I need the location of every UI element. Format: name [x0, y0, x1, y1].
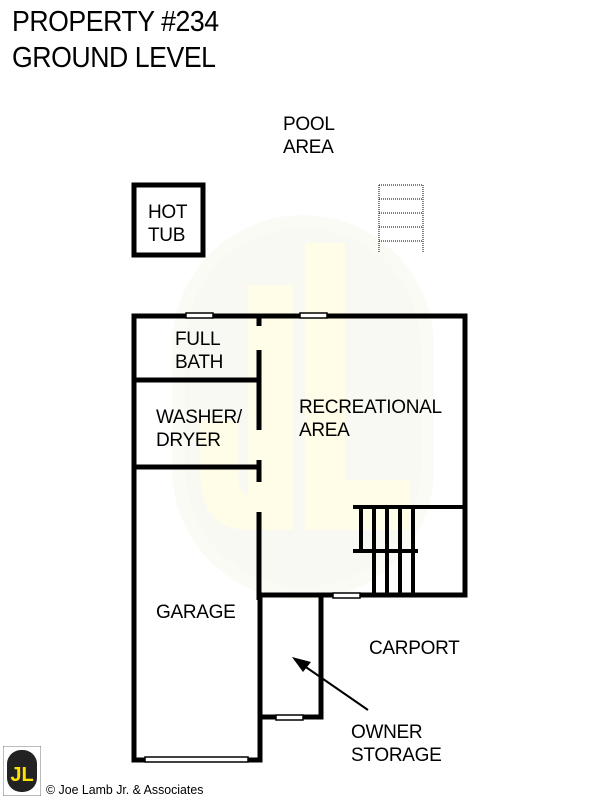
label-pool-area: POOL AREA	[283, 113, 335, 159]
label-carport: CARPORT	[369, 638, 460, 659]
label-line: OWNER	[351, 722, 423, 743]
windows	[144, 312, 361, 763]
company-logo: JL	[3, 746, 41, 796]
label-washer-dryer: WASHER/ DRYER	[156, 406, 242, 452]
hot-tub-outline	[131, 182, 206, 258]
label-line: AREA	[283, 137, 334, 158]
label-full-bath: FULL BATH	[175, 328, 223, 374]
label-line: DRYER	[156, 430, 221, 451]
page-subtitle: GROUND LEVEL	[12, 42, 216, 74]
svg-text:JL: JL	[10, 764, 33, 786]
label-line: STORAGE	[351, 745, 442, 766]
pool-ladder-icon	[378, 184, 424, 252]
label-line: RECREATIONAL	[299, 397, 442, 418]
stairs	[353, 505, 465, 595]
copyright-text: © Joe Lamb Jr. & Associates	[46, 782, 204, 797]
label-hot-tub: HOT TUB	[148, 201, 188, 247]
label-line: AREA	[299, 420, 350, 441]
label-line: BATH	[175, 352, 224, 373]
page-title: PROPERTY #234	[12, 6, 219, 38]
label-owner-storage: OWNER STORAGE	[351, 721, 442, 767]
label-line: TUB	[148, 225, 186, 246]
label-recreational-area: RECREATIONAL AREA	[299, 396, 442, 442]
label-line: WASHER/	[156, 407, 242, 428]
arrow-icon	[292, 657, 369, 711]
label-line: HOT	[148, 202, 188, 223]
label-line: FULL	[175, 329, 221, 350]
label-garage: GARAGE	[156, 602, 236, 623]
label-line: POOL	[283, 114, 335, 135]
